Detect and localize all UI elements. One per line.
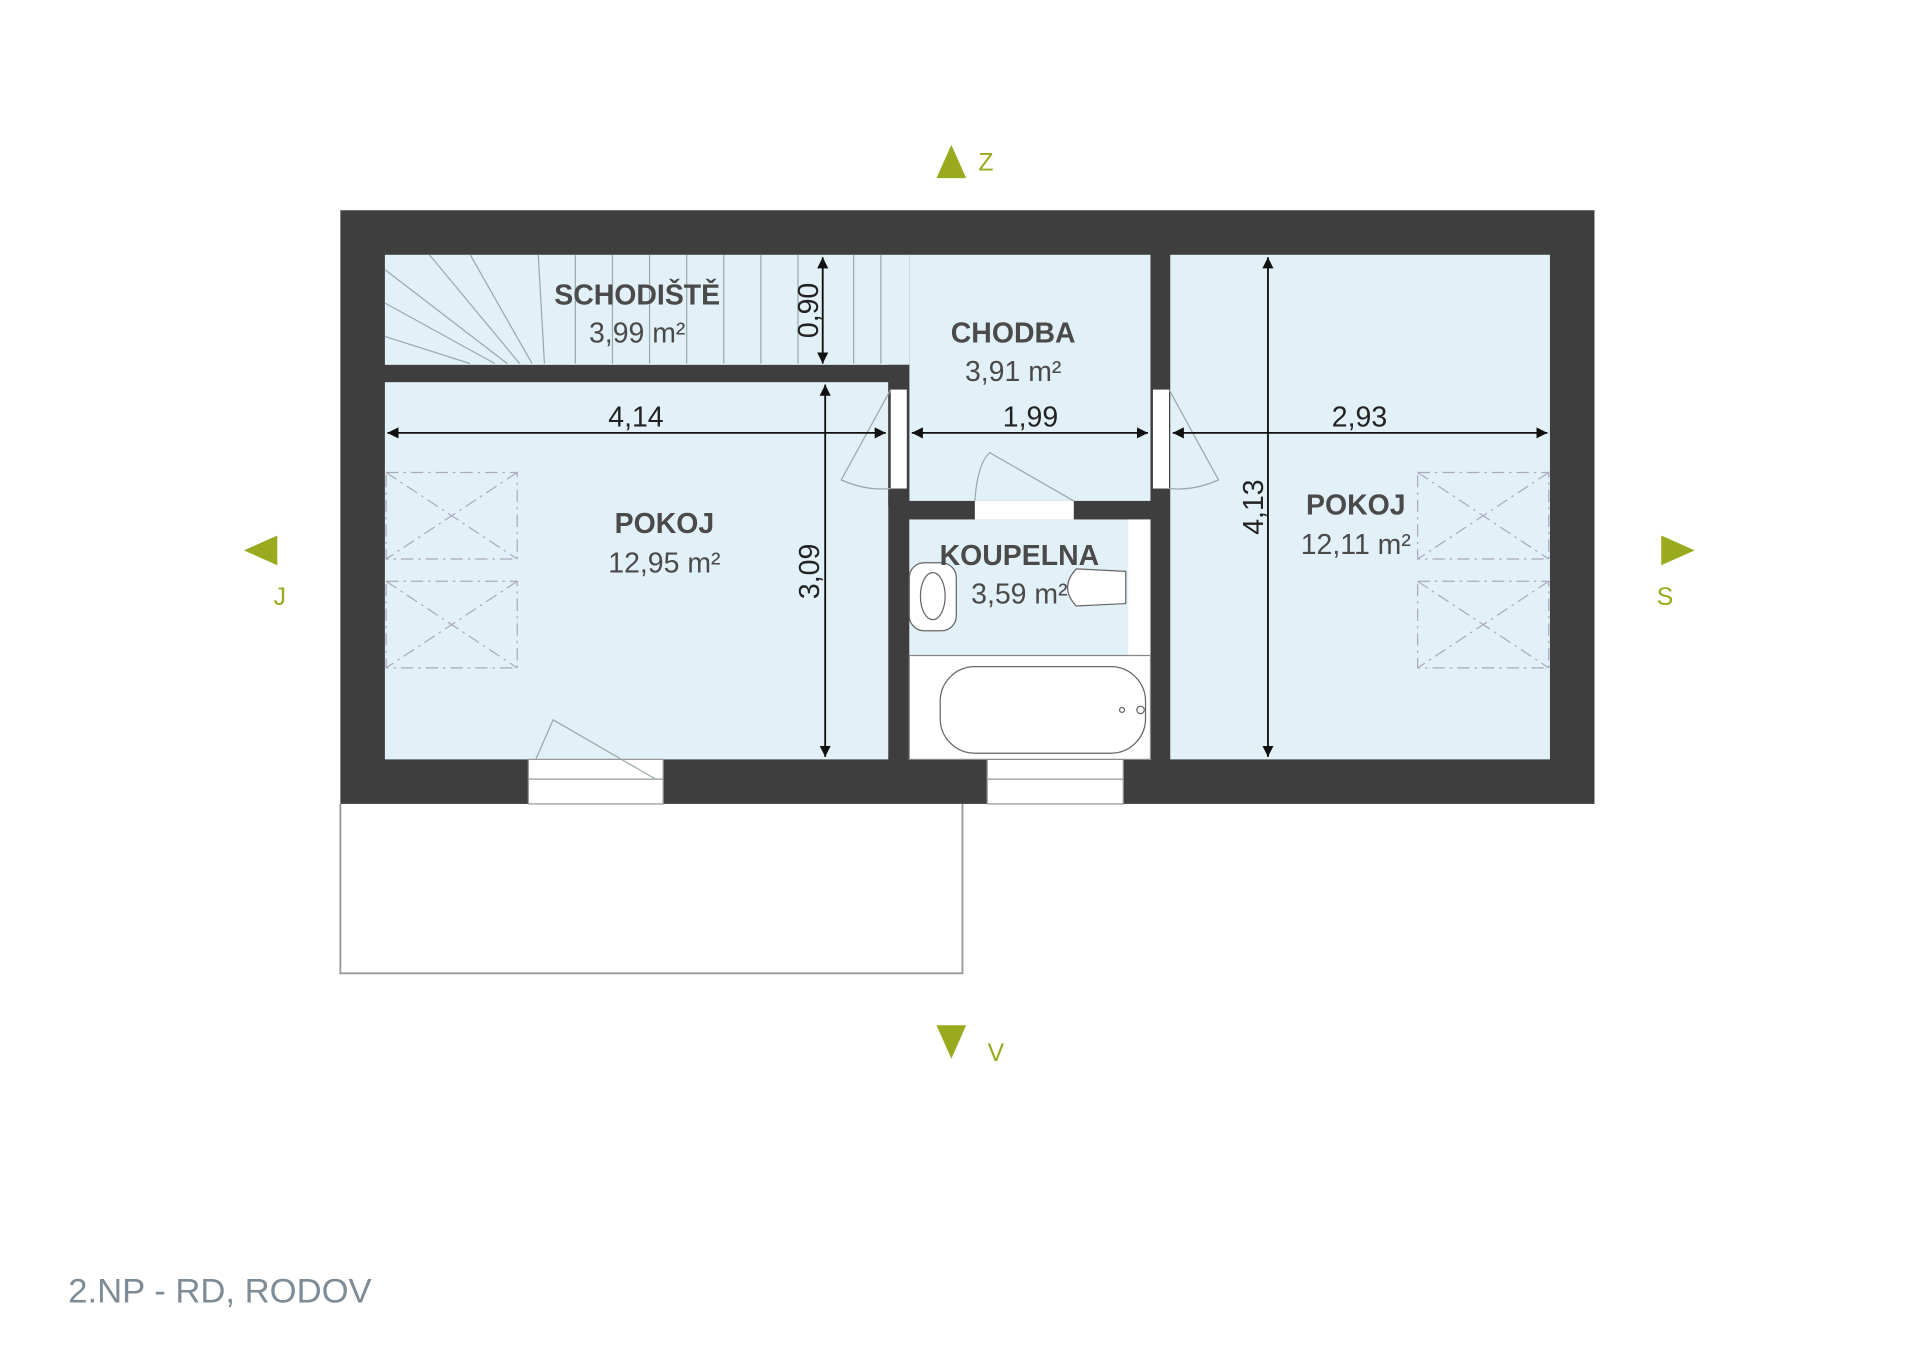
- room-name: KOUPELNA: [940, 540, 1100, 572]
- dim-hall-width: 1,99: [1003, 402, 1058, 434]
- plan-title: 2.NP - RD, RODOV: [68, 1272, 371, 1310]
- compass-east-label: S: [1657, 584, 1674, 611]
- room-name: SCHODIŠTĚ: [554, 278, 720, 311]
- doors: [527, 389, 1220, 805]
- compass-south-label: V: [988, 1040, 1005, 1067]
- west-arrow-icon: [243, 535, 278, 566]
- roof-windows: [385, 471, 1550, 669]
- dim-right-depth: 4,13: [1238, 479, 1270, 534]
- dim-stair-depth: 0,90: [793, 283, 825, 338]
- room-name: POKOJ: [615, 508, 715, 540]
- room-pokoj-left: [384, 382, 889, 760]
- south-arrow-icon: [936, 1025, 967, 1059]
- room-area: 12,11 m²: [1301, 529, 1411, 561]
- east-arrow-icon: [1661, 535, 1695, 566]
- room-pokoj-right: [1170, 254, 1550, 760]
- room-area: 3,99 m²: [589, 318, 685, 350]
- room-area: 3,91 m²: [965, 356, 1061, 388]
- north-arrow-icon: [936, 144, 967, 179]
- dim-right-width: 2,93: [1332, 402, 1387, 434]
- compass: Z V J S: [243, 144, 1695, 1067]
- room-area: 3,59 m²: [971, 579, 1067, 611]
- dimension-lines: [387, 257, 1548, 757]
- dim-left-depth: 3,09: [794, 544, 826, 599]
- dim-left-width: 4,14: [608, 402, 663, 434]
- room-chodba: [909, 254, 1151, 501]
- room-name: CHODBA: [951, 318, 1076, 350]
- compass-west-label: J: [274, 584, 286, 611]
- room-name: POKOJ: [1306, 490, 1406, 522]
- room-area: 12,95 m²: [608, 548, 720, 580]
- staircase: [384, 254, 882, 365]
- bathroom-fixtures: [908, 519, 1152, 761]
- balcony-outline: [339, 803, 964, 975]
- compass-north-label: Z: [978, 150, 993, 177]
